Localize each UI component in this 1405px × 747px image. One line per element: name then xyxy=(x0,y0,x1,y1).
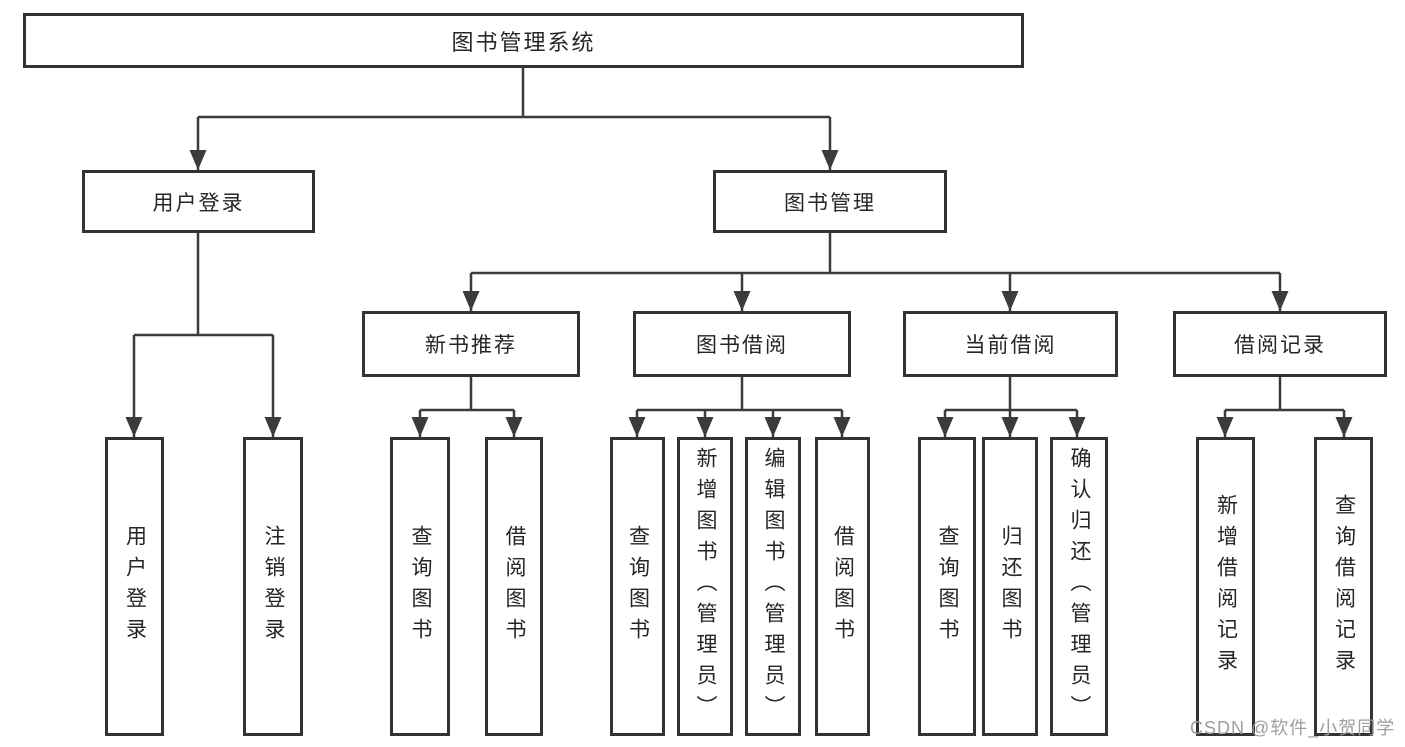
node-user-login-label: 用户登录 xyxy=(152,191,245,215)
leaf-borrow-books-borrowing-label: 借阅图书 xyxy=(831,524,855,649)
leaf-logout: 注销登录 xyxy=(243,437,303,736)
node-user-login: 用户登录 xyxy=(82,170,315,233)
node-library-management-system-label: 图书管理系统 xyxy=(451,29,596,55)
leaf-add-borrow-record-label: 新增借阅记录 xyxy=(1214,493,1238,680)
watermark-text: CSDN @软件_小贺同学 xyxy=(1190,718,1396,738)
leaf-add-borrow-record: 新增借阅记录 xyxy=(1196,437,1255,736)
leaf-query-borrow-record-label: 查询借阅记录 xyxy=(1332,493,1356,680)
node-borrowing-records: 借阅记录 xyxy=(1173,311,1387,377)
node-borrowing-records-label: 借阅记录 xyxy=(1234,334,1326,357)
node-library-management-system: 图书管理系统 xyxy=(23,13,1024,68)
node-current-borrowing-label: 当前借阅 xyxy=(964,334,1057,357)
leaf-query-books-recommend-label: 查询图书 xyxy=(409,524,433,649)
leaf-return-books-label: 归还图书 xyxy=(999,524,1023,649)
leaf-query-books-borrowing: 查询图书 xyxy=(610,437,665,736)
leaf-edit-book-admin-label: 编辑图书（管理员） xyxy=(762,447,786,726)
leaf-add-book-admin: 新增图书（管理员） xyxy=(677,437,733,736)
leaf-borrow-books-borrowing: 借阅图书 xyxy=(815,437,870,736)
leaf-confirm-return-admin-label: 确认归还（管理员） xyxy=(1068,447,1092,726)
node-current-borrowing: 当前借阅 xyxy=(903,311,1118,377)
leaf-edit-book-admin: 编辑图书（管理员） xyxy=(745,437,801,736)
leaf-user-login-label: 用户登录 xyxy=(123,524,147,649)
leaf-query-books-current: 查询图书 xyxy=(918,437,976,736)
leaf-return-books: 归还图书 xyxy=(982,437,1038,736)
leaf-confirm-return-admin: 确认归还（管理员） xyxy=(1050,437,1108,736)
leaf-borrow-books-recommend: 借阅图书 xyxy=(485,437,543,736)
node-book-management: 图书管理 xyxy=(713,170,947,233)
leaf-user-login: 用户登录 xyxy=(105,437,164,736)
leaf-borrow-books-recommend-label: 借阅图书 xyxy=(503,524,527,649)
leaf-query-books-borrowing-label: 查询图书 xyxy=(626,524,650,649)
leaf-query-books-recommend: 查询图书 xyxy=(390,437,450,736)
node-book-borrowing-label: 图书借阅 xyxy=(696,334,788,357)
leaf-logout-label: 注销登录 xyxy=(262,524,286,649)
node-book-management-label: 图书管理 xyxy=(784,191,876,215)
node-new-book-recommendation: 新书推荐 xyxy=(362,311,580,377)
leaf-query-books-current-label: 查询图书 xyxy=(936,524,960,649)
leaf-add-book-admin-label: 新增图书（管理员） xyxy=(694,447,718,726)
node-book-borrowing: 图书借阅 xyxy=(633,311,851,377)
leaf-query-borrow-record: 查询借阅记录 xyxy=(1314,437,1373,736)
node-new-book-recommendation-label: 新书推荐 xyxy=(425,334,517,357)
